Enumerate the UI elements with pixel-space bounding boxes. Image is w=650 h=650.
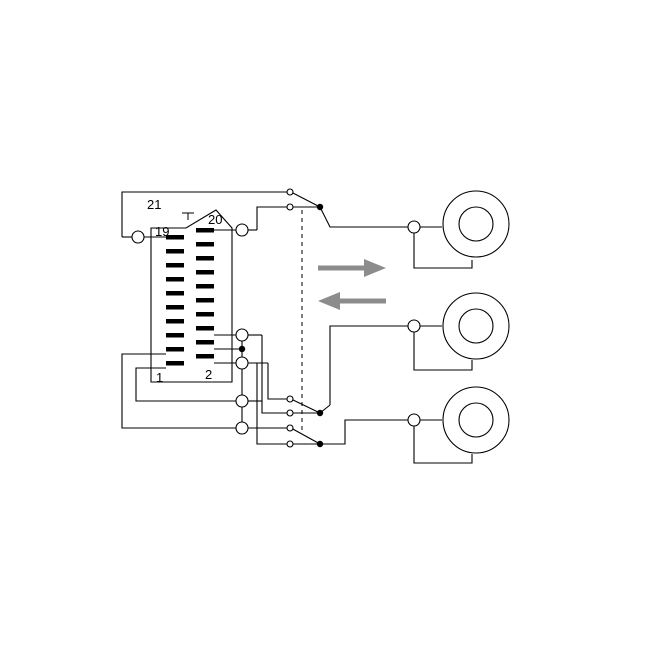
rca-socket-top	[442, 190, 510, 258]
pin-label-2: 2	[205, 367, 212, 382]
pin-label-1: 1	[156, 370, 163, 385]
arrow-right-icon	[318, 259, 386, 277]
arrow-left-icon	[318, 292, 386, 310]
junction-nodes	[131, 220, 421, 435]
pin-label-21: 21	[147, 197, 161, 212]
rca-socket-middle	[442, 292, 510, 360]
switch-contacts	[286, 188, 324, 448]
wiring	[121, 191, 473, 464]
scart-connector	[150, 209, 233, 383]
connector-pins	[166, 228, 214, 366]
pin-label-19: 19	[155, 224, 169, 239]
rca-socket-bottom	[442, 386, 510, 454]
pin-label-20: 20	[208, 212, 222, 227]
switch-blades	[290, 191, 321, 445]
